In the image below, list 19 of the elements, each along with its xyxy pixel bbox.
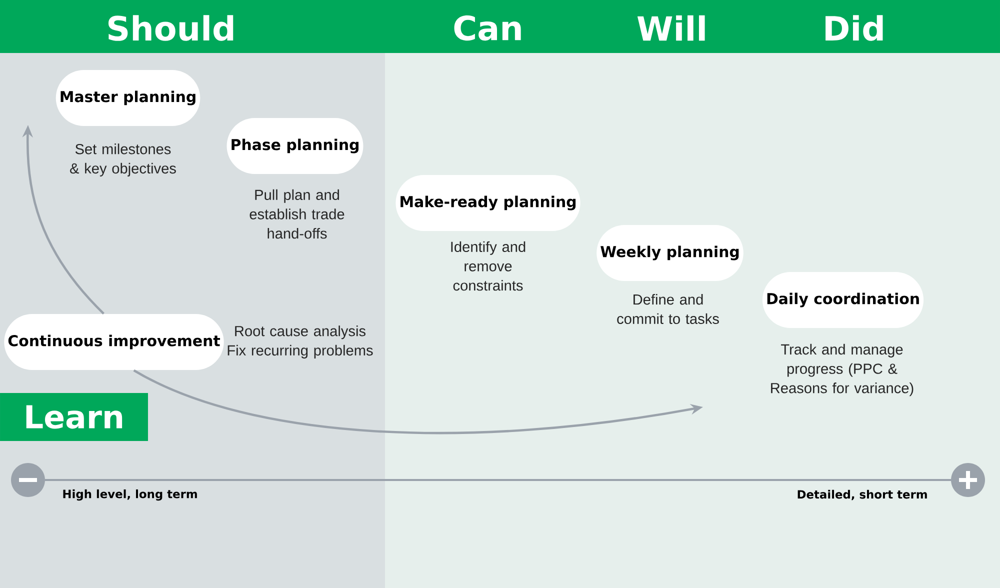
scale-label: High level, long term xyxy=(63,489,197,501)
column-heading: Did xyxy=(826,15,883,41)
stage-description: Track and manage progress (PPC & Reasons for variance) xyxy=(771,344,914,396)
stage-pill: Continuous improvement xyxy=(4,314,224,370)
stage-pill: Master planning xyxy=(56,70,200,126)
stage-description: Pull plan and establish trade hand-offs xyxy=(250,189,344,239)
stage-pill: Daily coordination xyxy=(762,272,924,328)
scale-label: Detailed, short term xyxy=(798,490,927,500)
stage-pill: Make-ready planning xyxy=(396,175,580,231)
column-heading: Will xyxy=(637,15,705,41)
stage-pill: Phase planning xyxy=(226,118,364,174)
stage-description: Define and commit to tasks xyxy=(617,294,719,324)
stage-description: Identify and remove constraints xyxy=(451,241,526,291)
column-heading: Should xyxy=(108,15,234,41)
stage-description: Set milestones & key objectives xyxy=(70,144,176,176)
stage-pill: Weekly planning xyxy=(596,225,744,281)
section-band: Learn xyxy=(0,393,148,441)
column-heading: Can xyxy=(454,15,521,41)
stage-description: Root cause analysis Fix recurring problems xyxy=(228,326,373,358)
